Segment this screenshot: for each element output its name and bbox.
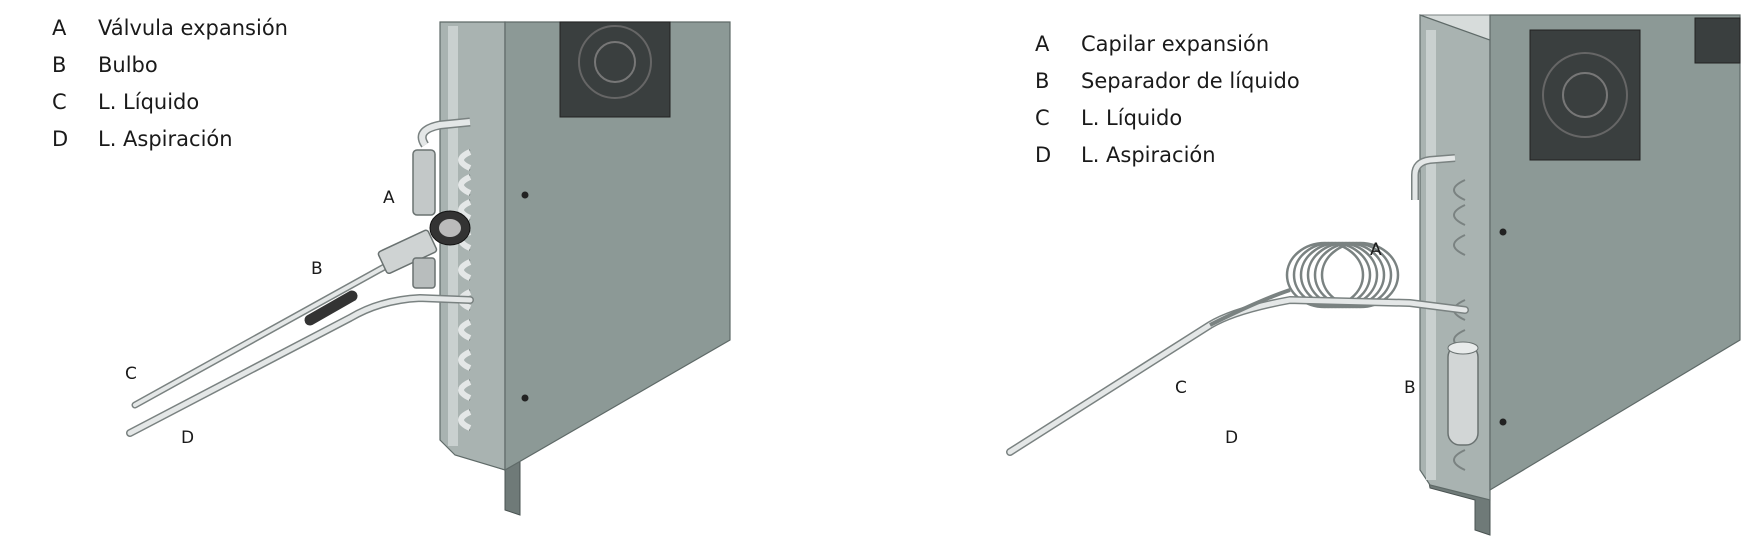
valve-lower-fitting	[412, 257, 436, 289]
legend-key: C	[1035, 106, 1050, 130]
legend-item: C L. Líquido	[52, 84, 288, 121]
liquid-line-pipe	[1209, 288, 1291, 327]
legend-label: Capilar expansión	[1081, 32, 1270, 56]
legend-label: L. Líquido	[1081, 106, 1183, 130]
liquid-separator-top	[1447, 341, 1479, 355]
coil-bends	[1453, 179, 1466, 471]
valve-outlet-tube-highlight	[419, 119, 471, 147]
fan-guard-inner	[1562, 72, 1608, 118]
fan-opening	[1529, 29, 1641, 161]
callout-c: C	[1175, 378, 1187, 398]
fan-guard-inner	[594, 41, 636, 83]
screw	[1499, 418, 1507, 426]
callout-b: B	[1404, 378, 1416, 398]
callout-a: A	[1370, 240, 1382, 260]
legend-key: A	[52, 16, 67, 40]
liquid-separator	[1447, 344, 1479, 446]
callout-c: C	[125, 364, 137, 384]
fan-opening-second	[1694, 17, 1741, 64]
legend-key: D	[52, 127, 69, 151]
suction-line-pipe-highlight	[127, 295, 473, 436]
legend-item: C L. Líquido	[1035, 100, 1300, 137]
screw	[1499, 228, 1507, 236]
legend-label: L. Líquido	[98, 90, 200, 114]
capillary-coil	[1285, 241, 1400, 309]
legend: A Válvula expansión B Bulbo C L. Líquido D L…	[52, 10, 288, 158]
inlet-tube-highlight	[1412, 155, 1456, 200]
legend: A Capilar expansión B Separador de líquido…	[1035, 26, 1300, 174]
fan-guard	[578, 25, 652, 99]
capillary-illustration	[1006, 14, 1741, 536]
suction-line-pipe	[126, 293, 474, 437]
fan-opening	[559, 21, 671, 118]
legend-item: A Válvula expansión	[52, 10, 288, 47]
capillary-diagram: A Capilar expansión B Separador de líquido…	[870, 0, 1745, 544]
legend-key: B	[52, 53, 67, 77]
expansion-valve-illustration	[126, 21, 731, 516]
expansion-valve-diagram: A Válvula expansión B Bulbo C L. Líquido D L…	[0, 0, 870, 544]
legend-key: D	[1035, 143, 1052, 167]
screw	[521, 394, 529, 402]
legend-key: A	[1035, 32, 1050, 56]
callout-d: D	[1225, 428, 1239, 448]
evaporator-side-strip	[1426, 30, 1436, 480]
screw	[521, 191, 529, 199]
liquid-line-pipe-highlight	[133, 248, 417, 407]
legend-item: B Bulbo	[52, 47, 288, 84]
callout-d: D	[181, 428, 195, 448]
legend-item: D L. Aspiración	[52, 121, 288, 158]
legend-key: B	[1035, 69, 1050, 93]
legend-label: Separador de líquido	[1081, 69, 1300, 93]
legend-label: L. Aspiración	[1081, 143, 1216, 167]
legend-label: L. Aspiración	[98, 127, 233, 151]
sensing-bulb	[304, 290, 358, 326]
legend-item: A Capilar expansión	[1035, 26, 1300, 63]
legend-item: B Separador de líquido	[1035, 63, 1300, 100]
fan-guard	[1542, 52, 1628, 138]
callout-a: A	[383, 188, 395, 208]
coil-bends-fill	[458, 149, 472, 431]
expansion-valve-body	[412, 149, 436, 216]
legend-label: Bulbo	[98, 53, 158, 77]
legend-item: D L. Aspiración	[1035, 137, 1300, 174]
legend-label: Válvula expansión	[98, 16, 288, 40]
callout-b: B	[311, 259, 323, 279]
legend-key: C	[52, 90, 67, 114]
valve-head-center	[439, 219, 461, 237]
